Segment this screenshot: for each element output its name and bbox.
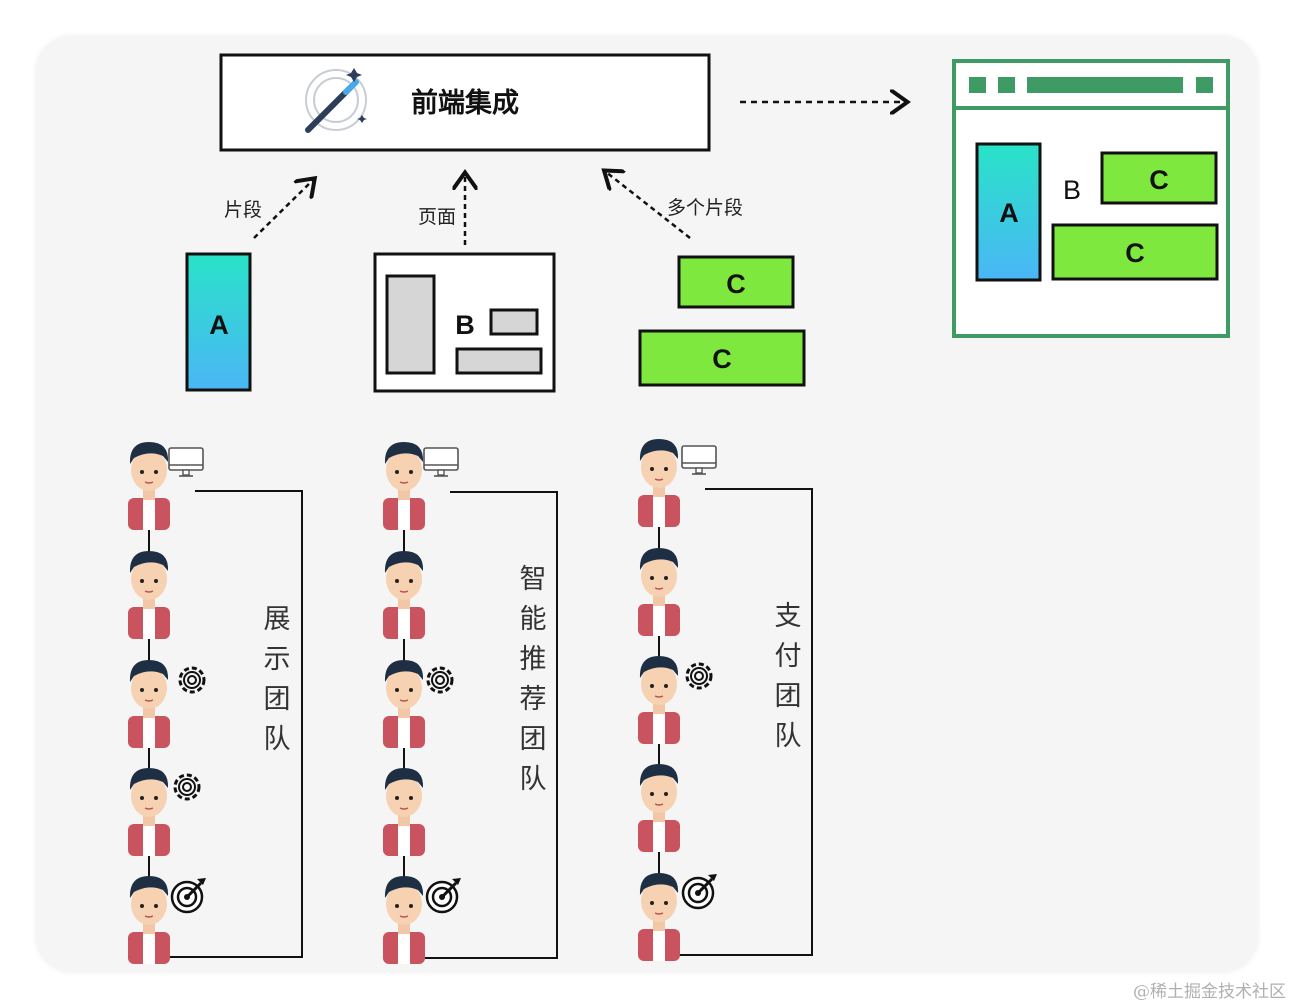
target-icon — [170, 876, 208, 914]
block-c-top: C — [677, 255, 795, 309]
monitor-icon — [168, 447, 204, 477]
avatar — [127, 441, 171, 531]
team-recommend-members — [382, 441, 463, 965]
avatar — [637, 655, 681, 745]
monitor-icon — [681, 445, 717, 475]
fragment-label: 片段 — [224, 199, 263, 221]
block-b-page: B — [373, 252, 556, 393]
result-browser-window: A B C C — [952, 59, 1230, 338]
avatar — [637, 438, 681, 528]
result-block-c-top-label: C — [1149, 165, 1169, 195]
avatar — [637, 547, 681, 637]
block-a: A — [185, 252, 252, 392]
avatar — [382, 875, 426, 965]
multi-fragment-label: 多个片段 — [667, 197, 744, 219]
gear-icon — [173, 773, 201, 801]
avatar — [382, 550, 426, 640]
watermark: @稀土掘金技术社区 — [1133, 982, 1286, 1002]
avatar — [127, 767, 171, 857]
page-label: 页面 — [418, 206, 457, 228]
team-recommend-name: 智能推荐团队 — [519, 564, 547, 795]
gear-icon — [685, 662, 713, 690]
block-c-top-label: C — [726, 269, 746, 299]
team-display-name: 展示团队 — [263, 604, 291, 755]
frontend-integration-box: 前端集成 — [219, 53, 711, 152]
team-payment-members — [637, 438, 719, 962]
gear-icon — [178, 666, 206, 694]
avatar — [127, 875, 171, 965]
avatar — [127, 659, 171, 749]
block-b-label: B — [455, 310, 475, 340]
block-c-bottom-label: C — [712, 344, 732, 374]
team-display-members — [127, 441, 208, 965]
avatar — [637, 872, 681, 962]
block-c-bottom: C — [638, 329, 806, 387]
result-block-b-label: B — [1063, 175, 1081, 205]
result-block-a-label: A — [999, 198, 1019, 228]
team-payment-name: 支付团队 — [774, 601, 802, 752]
gear-icon — [426, 666, 454, 694]
avatar — [637, 763, 681, 853]
monitor-icon — [423, 447, 459, 477]
fragment-arrow — [253, 180, 313, 239]
target-icon — [681, 872, 719, 910]
target-icon — [425, 876, 463, 914]
avatar — [127, 550, 171, 640]
avatar — [382, 659, 426, 749]
avatar — [382, 767, 426, 857]
block-a-label: A — [209, 310, 229, 340]
page-title: 前端集成 — [411, 87, 519, 119]
magic-wand-icon — [305, 68, 367, 133]
avatar — [382, 441, 426, 531]
result-block-c-bottom-label: C — [1125, 238, 1145, 268]
